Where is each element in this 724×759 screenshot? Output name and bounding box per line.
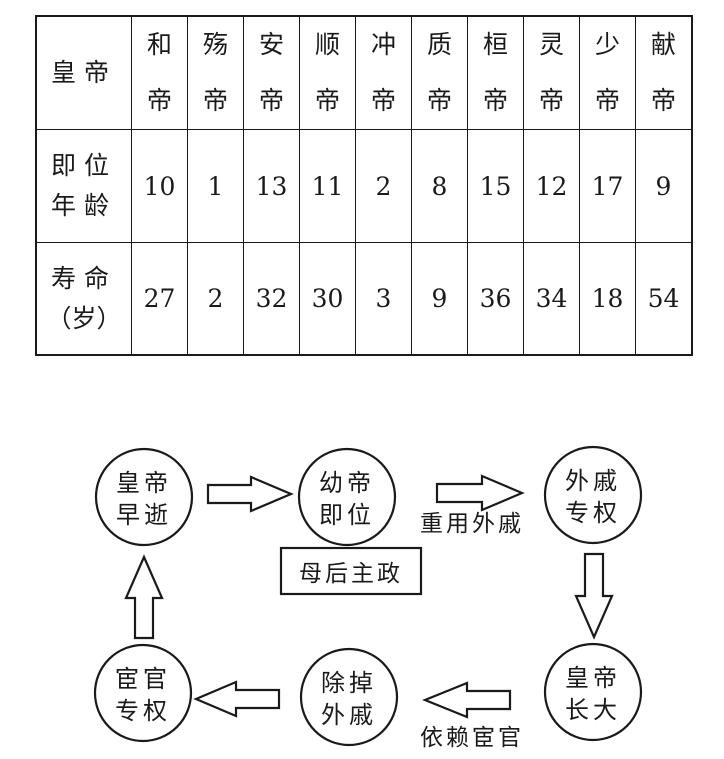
emperor-name-char: 质 bbox=[426, 30, 452, 59]
emperor-name-char: 帝 bbox=[538, 86, 564, 115]
empress-dowager-label: 母后主政 bbox=[299, 561, 403, 587]
emperor-name-char: 帝 bbox=[482, 86, 508, 115]
node-circle-child-enthroned bbox=[297, 447, 397, 547]
emperor-name-cell: 献帝 bbox=[635, 15, 693, 130]
emperor-name-char: 少 bbox=[594, 30, 620, 59]
emperor-name-char: 帝 bbox=[202, 86, 228, 115]
node-label-eunuch-power: 宦官 bbox=[115, 665, 171, 693]
node-label-remove-consort: 外戚 bbox=[321, 701, 377, 729]
emperor-name-cell: 和帝 bbox=[131, 15, 188, 130]
node-circle-emperor-grows bbox=[543, 642, 643, 742]
node-circle-consort-power bbox=[543, 445, 643, 545]
emperor-name-char: 帝 bbox=[146, 86, 172, 115]
row-header-accession-age: 即位 年龄 bbox=[35, 129, 132, 243]
emperor-name-char: 顺 bbox=[314, 30, 340, 59]
emperor-name-char: 灵 bbox=[538, 30, 564, 59]
emperor-name-char: 桓 bbox=[482, 30, 508, 59]
emperor-name-cell: 殇帝 bbox=[187, 15, 244, 130]
node-label-child-enthroned: 幼帝 bbox=[319, 469, 375, 497]
arrow-up-icon bbox=[124, 554, 164, 640]
emperor-name-char: 帝 bbox=[370, 86, 396, 115]
lifespan-cell: 32 bbox=[243, 242, 300, 356]
row-header-emperor: 皇帝 bbox=[35, 15, 132, 130]
lifespan-cell: 2 bbox=[187, 242, 244, 356]
node-label-consort-power: 专权 bbox=[565, 499, 621, 527]
emperor-name-cell: 安帝 bbox=[243, 15, 300, 130]
lifespan-cell: 9 bbox=[411, 242, 468, 356]
arrow-down-icon bbox=[574, 552, 614, 640]
node-label-early-death: 皇帝 bbox=[116, 469, 172, 497]
accession-age-cell: 9 bbox=[635, 129, 693, 243]
accession-age-cell: 13 bbox=[243, 129, 300, 243]
lifespan-cell: 18 bbox=[579, 242, 636, 356]
emperor-name-char: 和 bbox=[146, 30, 172, 59]
emperor-name-char: 殇 bbox=[202, 30, 228, 59]
emperor-name-char: 帝 bbox=[650, 86, 676, 115]
node-label-early-death: 早逝 bbox=[116, 501, 172, 529]
lifespan-cell: 30 bbox=[299, 242, 356, 356]
emperor-name-char: 献 bbox=[650, 30, 676, 59]
emperor-name-cell: 质帝 bbox=[411, 15, 468, 130]
accession-age-cell: 8 bbox=[411, 129, 468, 243]
arrow-right-icon bbox=[206, 475, 294, 513]
accession-age-cell: 15 bbox=[467, 129, 524, 243]
table-row-emperor: 皇帝 和帝殇帝安帝顺帝冲帝质帝桓帝灵帝少帝献帝 bbox=[35, 15, 693, 130]
node-label-emperor-grows: 皇帝 bbox=[565, 664, 621, 692]
accession-age-cell: 1 bbox=[187, 129, 244, 243]
emperor-name-cell: 灵帝 bbox=[523, 15, 580, 130]
node-label-eunuch-power: 专权 bbox=[115, 697, 171, 725]
accession-age-cell: 2 bbox=[355, 129, 412, 243]
lifespan-cell: 34 bbox=[523, 242, 580, 356]
node-label-child-enthroned: 即位 bbox=[319, 501, 375, 529]
edge-label-rely-eunuch: 依赖宦官 bbox=[420, 725, 524, 751]
accession-age-cell: 12 bbox=[523, 129, 580, 243]
arrow-left-icon bbox=[422, 681, 512, 719]
node-circle-early-death bbox=[94, 447, 194, 547]
node-label-emperor-grows: 长大 bbox=[565, 696, 621, 724]
row-header-text: 年龄 bbox=[50, 191, 117, 220]
accession-age-cell: 17 bbox=[579, 129, 636, 243]
emperor-name-char: 帝 bbox=[426, 86, 452, 115]
lifespan-cell: 27 bbox=[131, 242, 188, 356]
empress-dowager-box bbox=[279, 546, 423, 596]
emperor-name-cell: 顺帝 bbox=[299, 15, 356, 130]
node-circle-eunuch-power bbox=[93, 643, 193, 743]
emperor-name-char: 冲 bbox=[370, 30, 396, 59]
edge-label-rely-consort: 重用外戚 bbox=[420, 511, 524, 537]
emperor-name-char: 帝 bbox=[594, 86, 620, 115]
emperor-name-char: 帝 bbox=[314, 86, 340, 115]
node-label-remove-consort: 除掉 bbox=[321, 669, 377, 697]
accession-age-cell: 10 bbox=[131, 129, 188, 243]
emperor-name-cell: 少帝 bbox=[579, 15, 636, 130]
emperor-name-char: 帝 bbox=[258, 86, 284, 115]
arrow-right-icon bbox=[435, 474, 525, 512]
arrow-left-icon bbox=[193, 680, 281, 718]
row-header-text: 寿命 bbox=[50, 263, 117, 293]
node-circle-remove-consort bbox=[299, 647, 399, 747]
lifespan-cell: 54 bbox=[635, 242, 693, 356]
emperor-name-char: 安 bbox=[258, 30, 284, 59]
lifespan-cell: 3 bbox=[355, 242, 412, 356]
lifespan-cell: 36 bbox=[467, 242, 524, 356]
row-header-text: 皇帝 bbox=[50, 58, 117, 87]
node-label-consort-power: 外戚 bbox=[565, 467, 621, 495]
row-header-text: 即位 bbox=[50, 151, 117, 180]
row-header-text: （岁） bbox=[46, 303, 122, 333]
